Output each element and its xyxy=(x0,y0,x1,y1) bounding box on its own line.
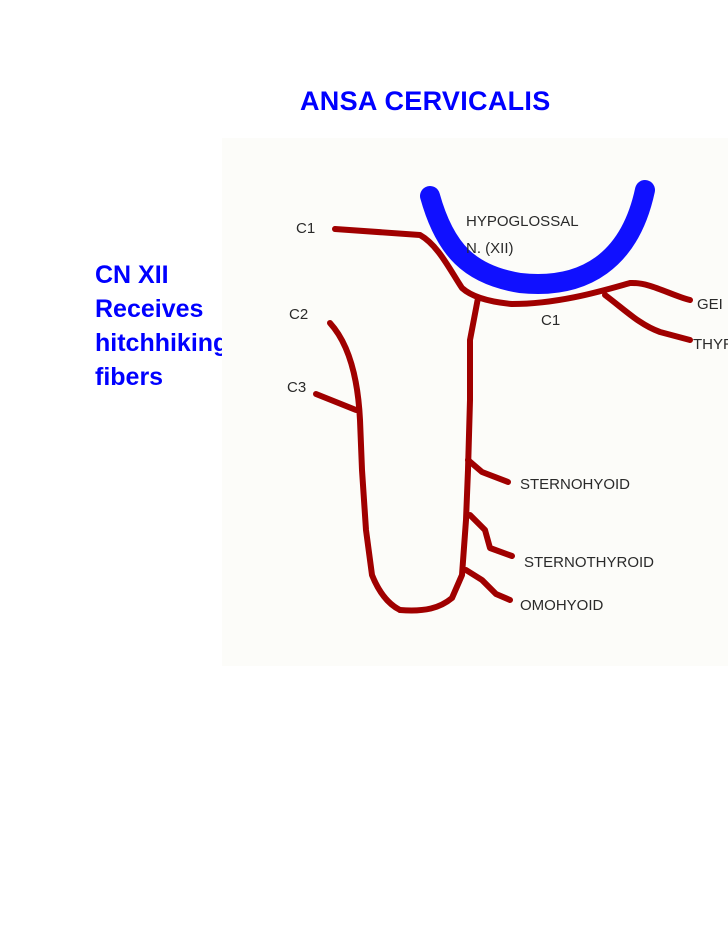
label-c1-branch: C1 xyxy=(541,312,560,329)
label-omohyoid: OMOHYOID xyxy=(520,597,604,614)
label-hypoglossal: HYPOGLOSSAL xyxy=(466,213,579,230)
label-sternohyoid: STERNOHYOID xyxy=(520,476,630,493)
label-c3: C3 xyxy=(287,379,306,396)
label-sternothyroid: STERNOTHYROID xyxy=(524,554,654,571)
label-hypoglossal-xii: N. (XII) xyxy=(466,240,514,257)
label-geniohyoid: GEI xyxy=(697,296,723,313)
label-thyrohyoid: THYR xyxy=(693,336,728,353)
label-c1-top: C1 xyxy=(296,220,315,237)
label-c2: C2 xyxy=(289,306,308,323)
